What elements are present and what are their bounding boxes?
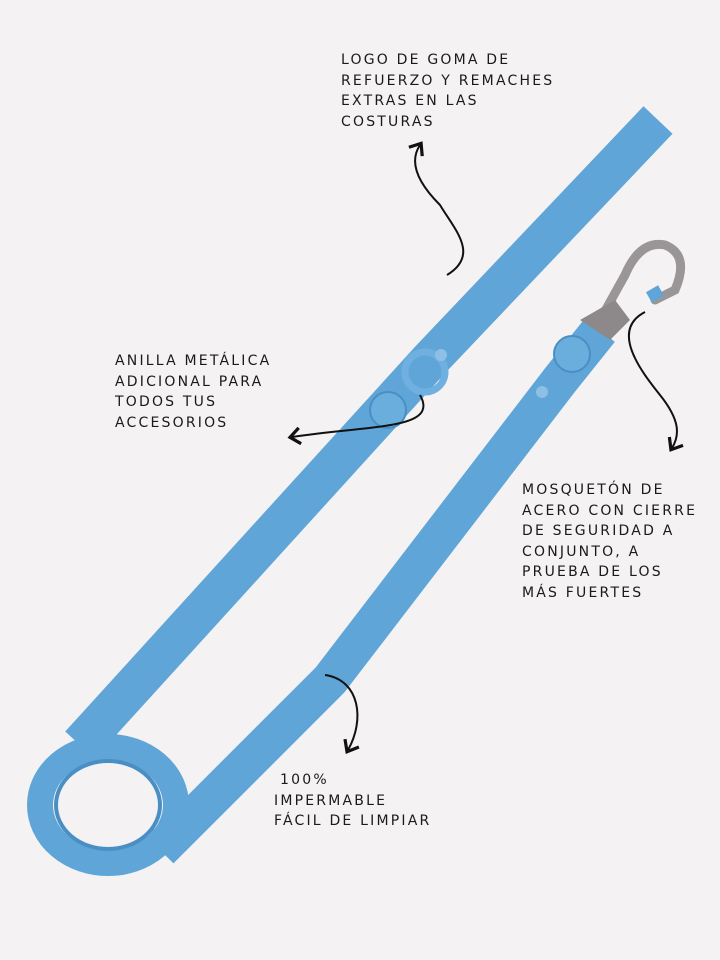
annotation-line: ACERO CON CIERRE — [522, 502, 698, 519]
metal-ring — [401, 348, 449, 396]
annotation-line: DE SEGURIDAD A — [522, 523, 675, 539]
annotation-line: FÁCIL DE LIMPIAR — [274, 813, 432, 829]
leash — [27, 106, 686, 876]
annotation-line: 100% — [280, 772, 329, 788]
annotation-line: MÁS FUERTES — [522, 584, 644, 601]
annotation-ring: ANILLA METÁLICA ADICIONAL PARA TODOS TUS… — [115, 351, 271, 433]
annotation-line: EXTRAS EN LAS — [341, 93, 479, 109]
arrow-ring — [287, 394, 425, 446]
annotation-line: ADICIONAL PARA — [115, 373, 264, 390]
annotation-logo: LOGO DE GOMA DE REFUERZO Y REMACHES EXTR… — [341, 50, 554, 132]
annotation-line: ACCESORIOS — [115, 414, 229, 431]
annotation-line: CONJUNTO, A — [522, 543, 641, 560]
rivet — [435, 349, 447, 361]
leash-strap-upper — [65, 106, 673, 759]
arrow-waterproof — [324, 674, 360, 754]
annotation-line: LOGO DE GOMA DE — [341, 52, 511, 68]
annotation-line: PRUEBA DE LOS — [522, 564, 663, 580]
arrow-clip — [627, 311, 684, 452]
logo-patch — [369, 391, 407, 429]
annotation-waterproof: 100% IMPERMABLE FÁCIL DE LIMPIAR — [274, 770, 431, 832]
annotation-clip: MOSQUETÓN DE ACERO CON CIERRE DE SEGURID… — [522, 480, 697, 603]
logo-patch — [553, 335, 591, 373]
annotation-line: MOSQUETÓN DE — [522, 482, 665, 498]
rivet — [536, 386, 548, 398]
carabiner — [580, 239, 686, 340]
arrow-logo — [408, 141, 465, 276]
annotation-line: IMPERMABLE — [274, 792, 388, 809]
annotation-line: COSTURAS — [341, 113, 435, 130]
arrows — [287, 141, 684, 754]
annotation-line: ANILLA METÁLICA — [115, 353, 272, 369]
handle-loop — [27, 734, 189, 876]
annotation-line: TODOS TUS — [115, 394, 218, 410]
annotation-line: REFUERZO Y REMACHES — [341, 72, 555, 89]
